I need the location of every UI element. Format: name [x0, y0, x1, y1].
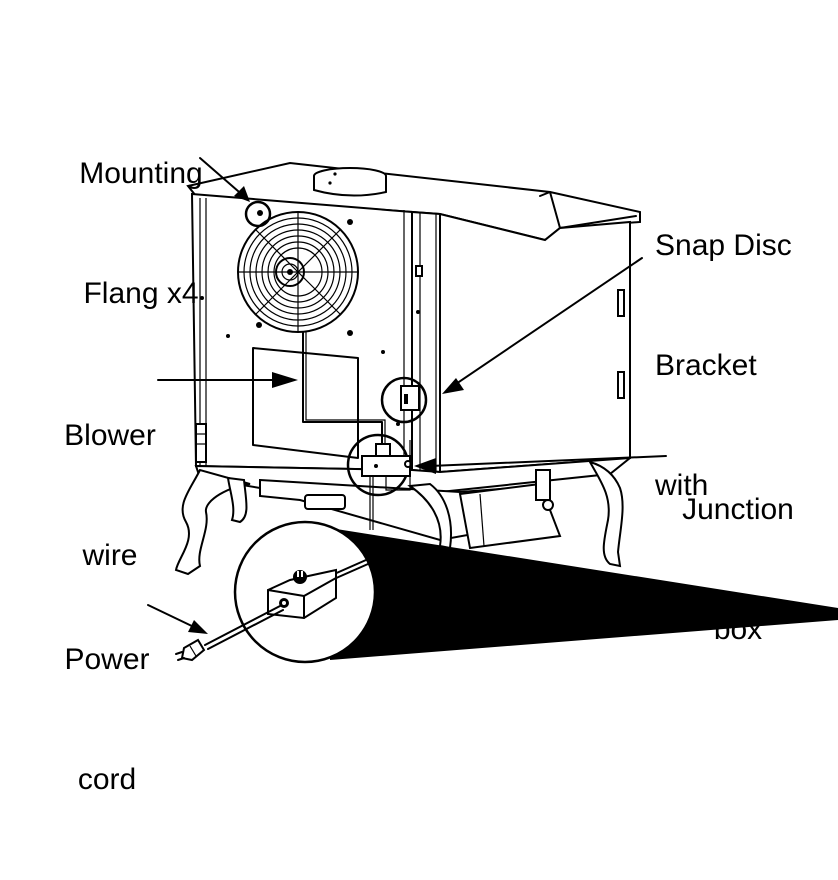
- blower-wire-path: [302, 331, 383, 445]
- control-box-icon: [267, 568, 337, 620]
- label-line: cord: [77, 763, 137, 796]
- label-line: Flang x4: [83, 277, 199, 310]
- label-snap-disc-bracket: Snap Disc Bracket with Magnet: [655, 146, 792, 706]
- label-line: Blower: [64, 419, 156, 452]
- junction-box-arrow: [429, 455, 667, 467]
- access-plate: [252, 347, 359, 459]
- label-power-cord: Power cord: [52, 560, 162, 880]
- label-line: Magnet: [655, 589, 756, 622]
- label-line: box: [713, 613, 763, 646]
- magnification-cone: [330, 528, 838, 660]
- fan-icon: [237, 210, 359, 336]
- bracket-icon: [380, 376, 428, 424]
- stove-body: [186, 161, 641, 550]
- diagram-stage: Mounting Flang x4 Snap Disc Bracket with…: [52, 74, 838, 796]
- leg-rear-left: [226, 476, 248, 524]
- label-line: Mounting: [79, 157, 203, 190]
- leader-arrows: [147, 157, 667, 634]
- mounting-flange-arrow: [199, 157, 247, 199]
- plug-icon: [175, 638, 206, 662]
- label-line: Bracket: [655, 349, 757, 382]
- junction-box-icon: [346, 433, 412, 530]
- label-blower-wire: Blower wire: [52, 336, 168, 656]
- stove-drawing: [147, 157, 838, 664]
- leg-front-right: [587, 460, 624, 568]
- label-junction-box: Junction box: [670, 410, 806, 730]
- stove-legs: [174, 460, 624, 576]
- label-line: Junction: [682, 493, 794, 526]
- snap-disc-arrow: [449, 257, 643, 389]
- leg-rear-center: [407, 482, 452, 550]
- label-line: wire: [82, 539, 138, 572]
- detail-magnifier: [204, 520, 377, 664]
- label-mounting-flange: Mounting Flang x4: [70, 74, 212, 394]
- power-cord-arrow: [147, 604, 197, 629]
- label-line: Snap Disc: [655, 229, 792, 262]
- flue-collar-icon: [313, 167, 387, 197]
- leg-front-left: [174, 468, 251, 576]
- mounting-flange-highlight: [244, 200, 272, 228]
- side-panel: [411, 210, 631, 474]
- label-line: with: [655, 469, 709, 502]
- label-line: Power: [64, 643, 150, 676]
